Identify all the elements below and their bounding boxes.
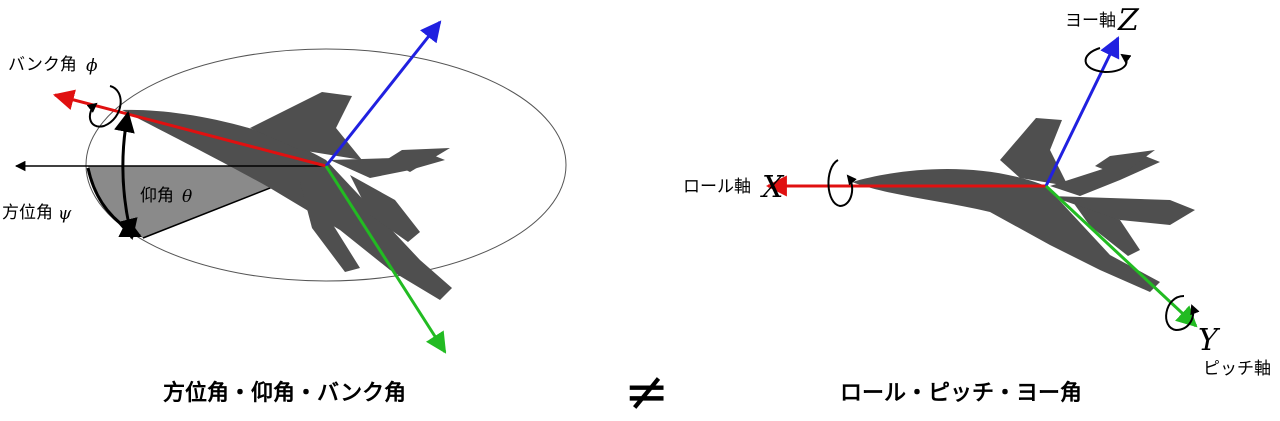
left-diagram: バンク角 ϕ 仰角 θ 方位角 ψ 方位角・仰角・バンク角 — [2, 20, 567, 406]
aircraft-left — [122, 92, 452, 300]
horizontal-plane-ellipse — [85, 48, 567, 282]
yaw-rotation-icon — [1084, 47, 1132, 74]
x-axis-arrow-left — [52, 89, 327, 168]
bank-angle-symbol: ϕ — [86, 56, 98, 76]
right-diagram: ヨー軸 Z ロール軸 X Y ピッチ軸 ロール・ピッチ・ヨー角 — [683, 3, 1271, 406]
elevation-angle-label: 仰角 — [140, 186, 174, 206]
elevation-angle-symbol: θ — [182, 187, 192, 207]
roll-rotation-icon — [827, 159, 857, 208]
z-axis-arrow-left — [324, 20, 442, 167]
azimuth-angle-label: 方位角 — [2, 203, 53, 223]
aircraft-right — [852, 118, 1195, 292]
bank-angle-label: バンク角 — [8, 55, 77, 75]
roll-axis-label: ロール軸 — [683, 177, 751, 197]
azimuth-arc — [86, 167, 142, 238]
yaw-axis-letter: Z — [1117, 3, 1140, 38]
right-caption: ロール・ピッチ・ヨー角 — [840, 380, 1082, 406]
bank-rotation-icon — [86, 85, 122, 128]
yaw-axis-label: ヨー軸 — [1065, 11, 1116, 31]
pitch-rotation-icon — [1165, 295, 1200, 332]
azimuth-angle-symbol: ψ — [58, 204, 72, 224]
left-caption: 方位角・仰角・バンク角 — [163, 380, 406, 406]
not-equal-sign: ≠ — [624, 360, 669, 421]
z-axis-arrow-right — [1044, 36, 1120, 187]
pitch-axis-label: ピッチ軸 — [1203, 359, 1271, 379]
y-axis-arrow-left — [324, 165, 447, 354]
roll-axis-letter: X — [760, 170, 785, 205]
pitch-axis-letter: Y — [1198, 323, 1221, 358]
